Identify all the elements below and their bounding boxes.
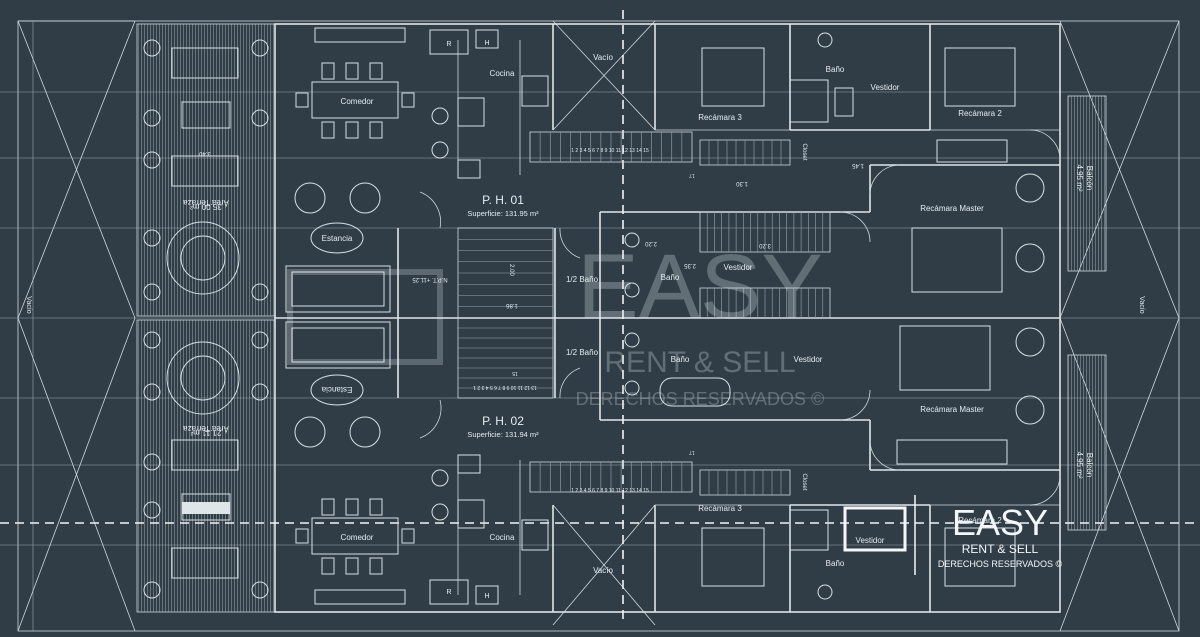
terrace-bench-mark xyxy=(182,502,230,514)
void-center xyxy=(552,20,656,626)
logo-rights: DERECHOS RESERVADOS © xyxy=(938,559,1063,569)
unit-2-area: Superficie: 131.94 m² xyxy=(467,430,539,439)
label-master-bottom: Recámara Master xyxy=(920,405,984,414)
logo-tagline: RENT & SELL xyxy=(962,542,1039,556)
label-balcon-top: Balcón xyxy=(1085,166,1094,190)
label-vestidor-bottom: Vestidor xyxy=(856,536,885,545)
label-h-top: H xyxy=(484,40,489,47)
coffee-table-upper xyxy=(310,222,364,254)
label-recamara-3-bottom: Recámara 3 xyxy=(698,504,742,513)
label-recamara-2-bottom: Recámara 2 xyxy=(958,516,1002,525)
dim-130: 1.30 xyxy=(736,180,748,186)
label-closet-bottom: Closet xyxy=(801,473,807,490)
label-vacio-bottom: Vacío xyxy=(593,566,613,575)
beds xyxy=(701,47,1045,587)
unit-2-name: P. H. 02 xyxy=(482,414,524,428)
dining-table-upper xyxy=(295,62,415,139)
dim-186: 1.86 xyxy=(506,302,518,308)
dim-235: 2.35 xyxy=(684,262,696,268)
sofa-upper xyxy=(285,265,391,313)
room-labels: Vacío Vacío Cocina Cocina Comedor Comedo… xyxy=(25,40,1145,600)
label-cocina-top: Cocina xyxy=(490,69,515,78)
label-cocina-bottom: Cocina xyxy=(490,533,515,542)
kitchen-upper xyxy=(314,27,549,179)
watermark-rights: DERECHOS RESERVADOS © xyxy=(576,389,825,409)
label-medio-bano-1: 1/2 Baño xyxy=(566,275,599,284)
dimension-labels: 3.40 2.20 3.20 2.35 2.00 1.86 1.45 1.30 … xyxy=(199,148,864,494)
unit-1-name: P. H. 01 xyxy=(482,193,524,207)
unit-labels: P. H. 01 Superficie: 131.95 m² P. H. 02 … xyxy=(467,193,539,439)
watermark-tagline: RENT & SELL xyxy=(604,346,795,379)
kitchen-lower xyxy=(314,454,549,605)
stair-numbers-top: 1 2 3 4 5 6 7 8 9 10 11 12 13 14 15 xyxy=(571,148,649,154)
label-balcon-top-dim: 4.95 m² xyxy=(1075,164,1084,191)
label-master-top: Recámara Master xyxy=(920,204,984,213)
watermark-center: EASY RENT & SELL DERECHOS RESERVADOS © xyxy=(287,236,825,409)
stair-numbers-core: 13 12 11 10 9 8 7 6 5 4 3 2 1 xyxy=(473,384,537,390)
label-closet-top: Closet xyxy=(801,143,807,160)
label-vestidor-top: Vestidor xyxy=(871,83,900,92)
label-balcon-bottom: Balcón xyxy=(1085,453,1094,477)
stair-15-core: 15 xyxy=(512,370,518,376)
dim-200: 2.00 xyxy=(508,264,514,276)
bath-fixtures xyxy=(624,32,854,600)
dim-340: 3.40 xyxy=(199,150,211,156)
door-swings xyxy=(419,129,1061,506)
balcony-lower xyxy=(1067,354,1107,531)
stair-17-top: 17 xyxy=(689,172,695,178)
label-h-bottom: H xyxy=(484,593,489,600)
label-recamara-2-top: Recámara 2 xyxy=(958,109,1002,118)
npt-level: N.P.T. +11.25 xyxy=(412,276,448,282)
dim-320: 3.20 xyxy=(759,242,771,248)
label-bano-mid-2: Baño xyxy=(671,355,690,364)
label-terraza-top: Área Terraza xyxy=(183,198,229,207)
label-vacio-top: Vacío xyxy=(593,53,613,62)
label-recamara-3-top: Recámara 3 xyxy=(698,113,742,122)
coffee-table-lower xyxy=(310,374,364,406)
label-fridge-bottom: R xyxy=(446,589,451,596)
label-comedor-bottom: Comedor xyxy=(341,533,374,542)
dining-table-lower xyxy=(295,498,415,575)
watermark-logo: EASY RENT & SELL DERECHOS RESERVADOS © xyxy=(843,495,1063,575)
label-estancia-bottom: Estancia xyxy=(321,385,352,394)
label-bano-bottom: Baño xyxy=(826,559,845,568)
label-terraza-bottom-area: 21.11 m² xyxy=(190,428,221,437)
drawing-frame xyxy=(17,20,1180,632)
label-comedor-top: Comedor xyxy=(341,97,374,106)
label-balcon-bottom-dim: 4.95 m² xyxy=(1075,451,1084,478)
terrace-lower xyxy=(136,319,276,613)
balcony-upper xyxy=(1067,95,1107,272)
label-medio-bano-2: 1/2 Baño xyxy=(566,348,599,357)
label-terraza-bottom: Área Terraza xyxy=(183,424,229,433)
terrace-upper xyxy=(136,23,276,317)
label-estancia-top: Estancia xyxy=(322,234,353,243)
logo-brand: EASY xyxy=(952,502,1048,543)
stair-17-bottom: 17 xyxy=(689,449,695,455)
label-vestidor-mid-1: Vestidor xyxy=(724,263,753,272)
terrace-furniture xyxy=(143,39,269,599)
sofa-lower xyxy=(285,321,391,369)
dim-145: 1.45 xyxy=(852,162,864,168)
label-vacio-left: Vacío xyxy=(25,296,32,313)
label-bano-top: Baño xyxy=(826,65,845,74)
label-vacio-right: Vacío xyxy=(1138,296,1145,313)
label-bano-mid-1: Baño xyxy=(661,273,680,282)
label-fridge-top: R xyxy=(446,41,451,48)
walls xyxy=(274,23,1061,613)
stair-treads xyxy=(458,132,824,495)
watermark-brand: EASY xyxy=(577,236,822,338)
label-vestidor-mid-2: Vestidor xyxy=(794,355,823,364)
armchairs xyxy=(294,182,381,448)
unit-1-area: Superficie: 131.95 m² xyxy=(467,209,539,218)
dim-220: 2.20 xyxy=(645,240,657,246)
void-left xyxy=(17,20,136,632)
stair-numbers-bottom: 1 2 3 4 5 6 7 8 9 10 11 12 13 14 15 xyxy=(571,488,649,494)
label-terraza-top-area: 35.00 m² xyxy=(190,202,222,211)
